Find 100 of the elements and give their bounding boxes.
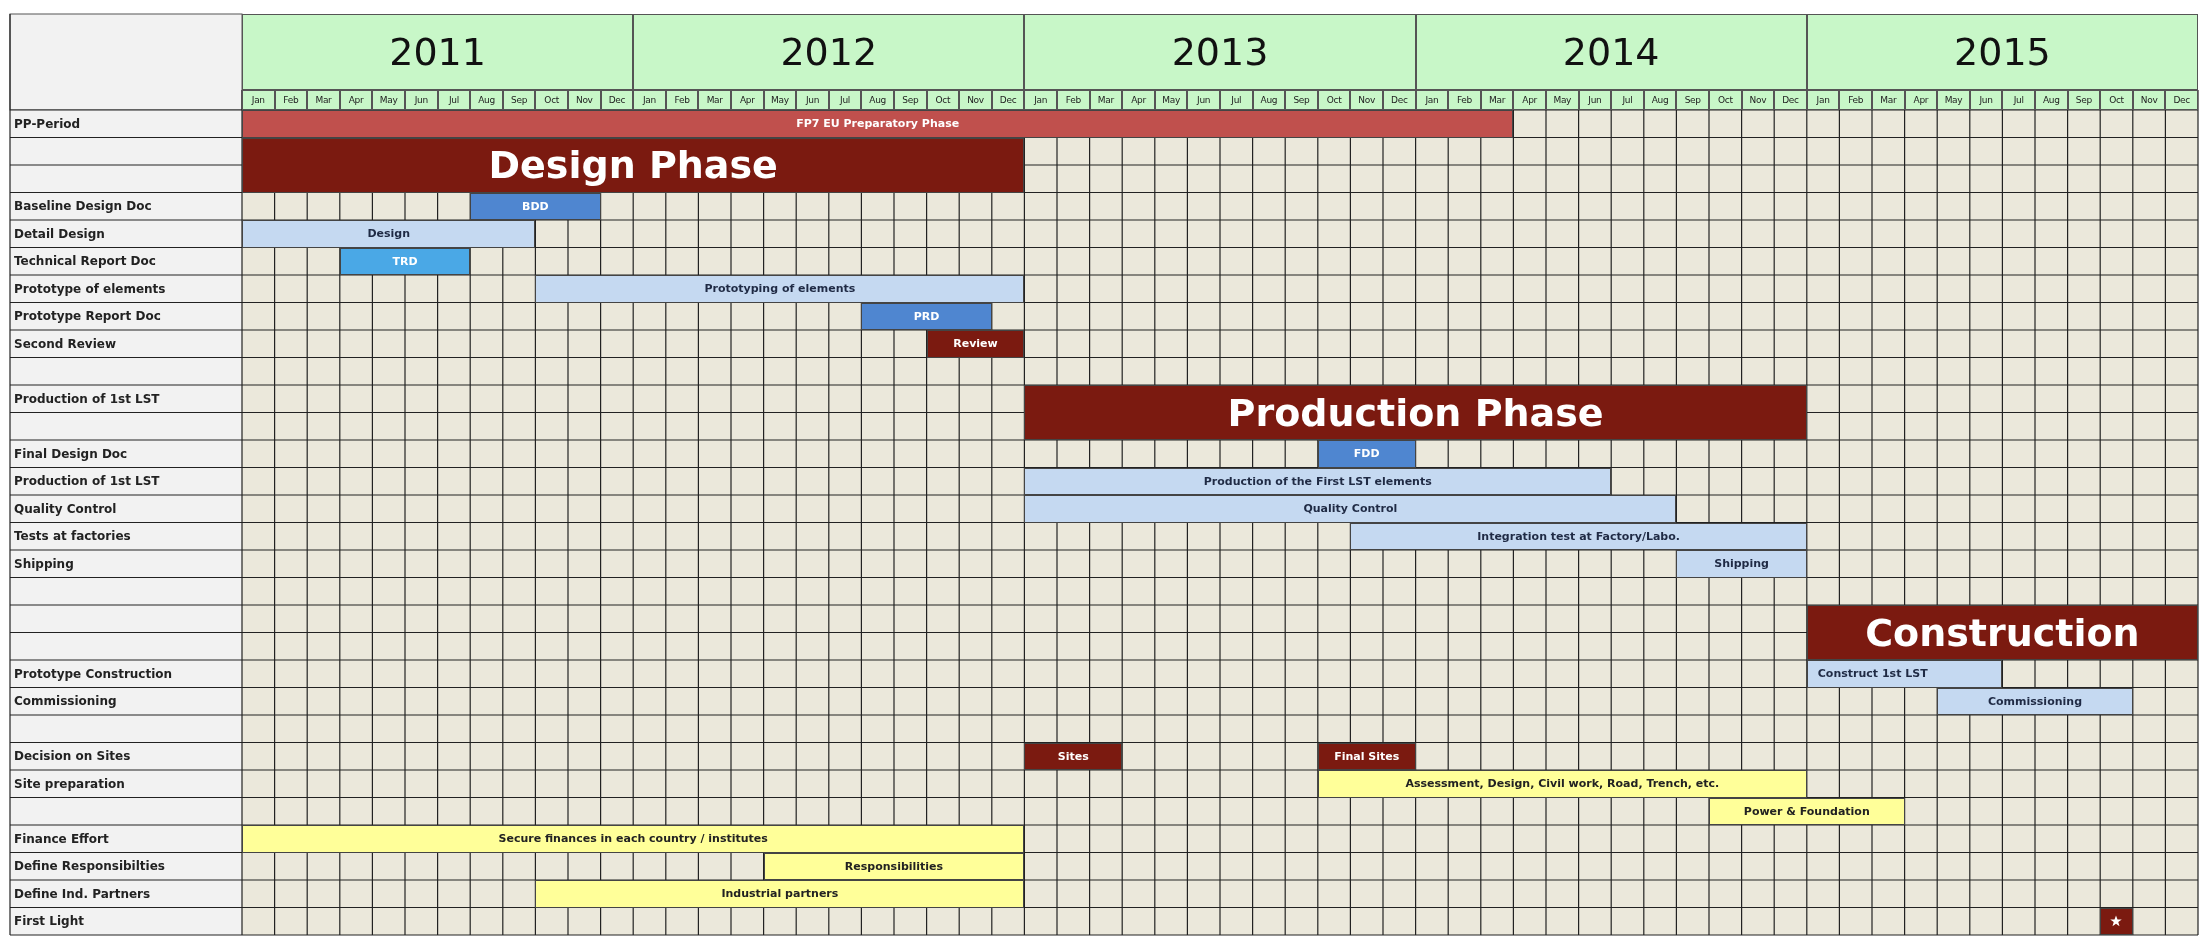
row-label: Production of 1st LST <box>13 390 161 408</box>
task-bar: Design <box>242 220 536 248</box>
month-header: Jul <box>437 90 471 110</box>
row-label: Final Design Doc <box>13 445 129 463</box>
month-header: Apr <box>1122 90 1155 110</box>
row-label: Decision on Sites <box>13 748 132 766</box>
month-header: Feb <box>274 90 308 110</box>
month-header: Nov <box>2132 90 2166 110</box>
month-header: Jan <box>1806 90 1840 110</box>
month-header: Dec <box>1774 90 1807 110</box>
task-bar: Sites <box>1024 742 1123 770</box>
month-header: May <box>1546 90 1579 110</box>
month-header: Aug <box>1643 90 1677 110</box>
year-header: 2015 <box>1806 14 2198 90</box>
task-bar: Production of the First LST elements <box>1024 467 1612 495</box>
row-label: Shipping <box>13 555 75 573</box>
task-bar: Review <box>926 330 1025 358</box>
month-header: Sep <box>502 90 536 110</box>
row-label: First Light <box>13 913 85 931</box>
month-header: Jun <box>405 90 438 110</box>
month-header: Jan <box>1415 90 1449 110</box>
month-header: May <box>1937 90 1970 110</box>
task-bar: Industrial partners <box>535 880 1025 908</box>
month-header: Jul <box>828 90 862 110</box>
row-label: Production of 1st LST <box>13 473 161 491</box>
task-bar: Prototyping of elements <box>535 275 1025 303</box>
year-header: 2013 <box>1024 14 1416 90</box>
task-bar: Assessment, Design, Civil work, Road, Trench, etc. <box>1317 770 1807 798</box>
task-bar: Final Sites <box>1317 742 1416 770</box>
month-header: Aug <box>470 90 503 110</box>
month-header: Feb <box>665 90 699 110</box>
month-header: Oct <box>1317 90 1351 110</box>
month-header: Jun <box>796 90 829 110</box>
year-header: 2011 <box>242 14 634 90</box>
month-header: Nov <box>959 90 992 110</box>
task-bar: BDD <box>470 192 601 220</box>
task-bar: Secure finances in each country / institutes <box>242 825 1025 853</box>
year-header: 2014 <box>1415 14 1807 90</box>
month-header: Jun <box>1969 90 2003 110</box>
month-header: Mar <box>1089 90 1123 110</box>
phase-bar: Construction <box>1806 605 2198 660</box>
month-header: Jul <box>1220 90 1253 110</box>
row-label: Technical Report Doc <box>13 253 157 271</box>
month-header: Nov <box>568 90 601 110</box>
row-label: Commissioning <box>13 693 118 711</box>
year-header: 2012 <box>633 14 1025 90</box>
milestone-marker <box>2100 907 2133 935</box>
month-header: Mar <box>1480 90 1514 110</box>
month-header: Jan <box>1024 90 1057 110</box>
row-label: Detail Design <box>13 225 106 243</box>
month-header: Oct <box>2100 90 2133 110</box>
month-header: Sep <box>2067 90 2101 110</box>
task-bar: Power & Foundation <box>1709 797 1905 825</box>
row-label: Second Review <box>13 335 117 353</box>
phase-bar: Design Phase <box>242 137 1025 193</box>
task-bar: Responsibilities <box>763 852 1025 880</box>
month-header: May <box>372 90 405 110</box>
month-header: May <box>763 90 797 110</box>
month-header: Feb <box>1057 90 1090 110</box>
month-header: Mar <box>1872 90 1905 110</box>
row-label: Prototype of elements <box>13 280 167 298</box>
phase-bar: Production Phase <box>1024 385 1807 440</box>
month-header: Jun <box>1187 90 1220 110</box>
row-label: Quality Control <box>13 500 118 518</box>
task-bar: PRD <box>861 302 992 330</box>
month-header: Dec <box>1383 90 1416 110</box>
month-header: Feb <box>1448 90 1481 110</box>
month-header: Jan <box>633 90 666 110</box>
month-header: Oct <box>926 90 960 110</box>
row-label: Prototype Construction <box>13 665 174 683</box>
month-header: Aug <box>861 90 894 110</box>
month-header: Dec <box>991 90 1025 110</box>
row-label: Site preparation <box>13 775 126 793</box>
task-bar: Construct 1st LST <box>1806 660 2003 688</box>
month-header: Mar <box>307 90 340 110</box>
month-header: Apr <box>339 90 373 110</box>
month-header: Sep <box>1285 90 1318 110</box>
month-header: Jul <box>2002 90 2035 110</box>
month-header: Mar <box>698 90 731 110</box>
row-label: Define Responsibilties <box>13 858 166 876</box>
month-header: Oct <box>1709 90 1742 110</box>
month-header: Nov <box>1741 90 1775 110</box>
month-header: Dec <box>2165 90 2198 110</box>
month-header: Feb <box>1839 90 1872 110</box>
task-bar: Shipping <box>1676 550 1807 578</box>
month-header: Sep <box>894 90 927 110</box>
row-label: Define Ind. Partners <box>13 885 152 903</box>
month-header: Aug <box>2035 90 2068 110</box>
month-header: Jan <box>242 90 275 110</box>
task-bar: Quality Control <box>1024 495 1677 523</box>
task-bar: FDD <box>1317 440 1416 468</box>
task-bar: Commissioning <box>1937 687 2133 715</box>
month-header: Jul <box>1611 90 1644 110</box>
task-bar: Integration test at Factory/Labo. <box>1350 522 1807 550</box>
month-header: Nov <box>1350 90 1383 110</box>
row-label: Prototype Report Doc <box>13 308 162 326</box>
month-header: Aug <box>1252 90 1286 110</box>
month-header: Sep <box>1676 90 1709 110</box>
month-header: Apr <box>731 90 764 110</box>
row-label: Finance Effort <box>13 830 110 848</box>
